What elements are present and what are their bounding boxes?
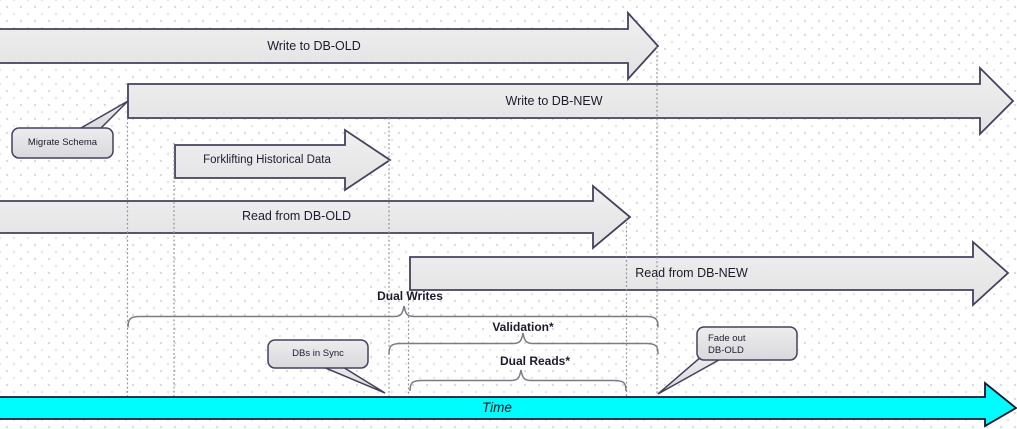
forklift-arrow	[174, 128, 392, 192]
write-db-new-label: Write to DB-NEW	[505, 94, 603, 108]
fade-out-line1: Fade out	[708, 333, 746, 344]
fade-out-callout-tail	[657, 355, 729, 395]
dbs-in-sync-callout-box	[267, 339, 369, 369]
dual-reads-label: Dual Reads*	[499, 354, 571, 368]
dbs-in-sync-label: DBs in Sync	[292, 348, 344, 359]
dual-writes-label: Dual Writes	[377, 289, 443, 303]
fade-out-callout-box	[696, 326, 798, 361]
write-db-old-arrow	[0, 10, 660, 82]
time-axis-arrow	[0, 381, 1017, 428]
time-label: Time	[482, 400, 512, 415]
dual-reads-brace	[409, 369, 627, 392]
write-db-old-label: Write to DB-OLD	[267, 39, 361, 53]
read-db-new-label: Read from DB-NEW	[635, 266, 748, 280]
fade-out-line2: DB-OLD	[708, 345, 744, 356]
migrate-schema-label: Migrate Schema	[27, 137, 98, 148]
read-db-old-arrow	[0, 184, 632, 250]
migrate-schema-callout-box	[11, 127, 114, 159]
validation-label: Validation*	[492, 320, 554, 334]
forklift-label: Forklifting Historical Data	[203, 154, 331, 166]
validation-brace	[388, 332, 659, 355]
dual-writes-brace	[127, 305, 659, 328]
write-db-new-arrow	[127, 65, 1015, 137]
read-db-new-arrow	[409, 240, 1010, 308]
read-db-old-label: Read from DB-OLD	[241, 209, 352, 223]
fade-out-label: Fade out DB-OLD	[708, 333, 796, 357]
